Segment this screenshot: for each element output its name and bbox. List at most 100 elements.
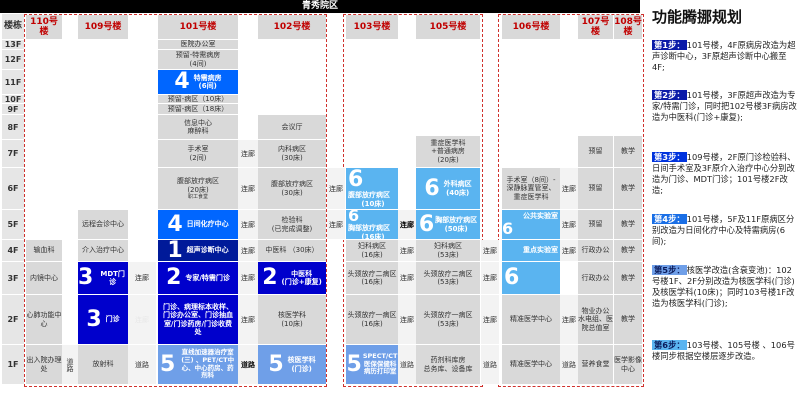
step-1-badge: 第1步： [652, 40, 687, 50]
corridor-103-105-5f: 连廊 [398, 210, 416, 240]
cell-110-3f: 内镜中心 [26, 262, 62, 295]
building-header-106: 106号楼 [502, 15, 560, 39]
floor-label-7f: 7F [2, 140, 24, 168]
cell-103-4f: 妇科病区(16床) [346, 240, 398, 262]
step-4-text: 101号楼，5F及11F原病区分别改造为日间化疗中心及特需病房(6间); [652, 214, 795, 246]
corridor-102-103-5f: 连廊 [327, 210, 345, 240]
floor-label-13f: 13F [2, 40, 24, 50]
corridor-103-105-2f: 连廊 [398, 295, 416, 345]
cell-105-3f: 头颈放疗二病区(53床) [416, 262, 480, 295]
cell-102-2f: 核医学科(10床) [258, 295, 326, 345]
building-header-109: 109号楼 [78, 15, 128, 39]
floor-label-5f: 5F [2, 210, 24, 240]
zone-outline-east [498, 14, 644, 387]
building-header-102: 102号楼 [258, 15, 326, 39]
floor-label-3f: 3F [2, 262, 24, 295]
floor-label-4f: 4F [2, 240, 24, 262]
cell-101-2f: 门诊、病理标本收样、门诊办公室、门诊抽血室/门诊药房/门诊收费处 [158, 295, 238, 345]
building-header-108: 108号楼 [614, 15, 642, 39]
step-5: 第5步：核医学改造(含衰变池)：102号楼1F、2F分别改造为核医学科(门诊)及… [652, 265, 798, 309]
cell-108-6f: 教学 [614, 168, 642, 210]
corridor-106-107-4f: 连廊 [560, 240, 578, 262]
cell-109-5f: 远程会诊中心 [78, 210, 128, 240]
campus-banner: 青秀院区 [0, 0, 640, 13]
cell-107-6f: 预留 [578, 168, 613, 210]
floor-header: 楼栋 [2, 14, 24, 40]
cell-105-7f: 重症医学科+普通病房(20床) [416, 136, 480, 168]
step-6-badge: 第6步： [652, 340, 687, 350]
building-header-107: 107号楼 [578, 15, 613, 39]
cell-108-2f: 教学 [614, 295, 642, 345]
cell-101-12f: 预留-特需病房(4间) [158, 50, 238, 70]
cell-101-7f: 手术室(2间) [158, 140, 238, 168]
corridor-101-102-5f: 连廊 [238, 210, 258, 240]
cell-109-1f: 放射科 [78, 345, 128, 385]
road-105-106: 道路 [481, 345, 499, 385]
cell-101-13f: 医院办公室 [158, 40, 238, 50]
step-3-badge: 第3步： [652, 152, 687, 162]
step-3: 第3步：109号楼，2F原门诊检验科、日间手术室及3F原介入治疗中心分别改造为门… [652, 152, 798, 196]
cell-107-7f: 预留 [578, 136, 613, 168]
corridor-105-106-3f: 连廊 [481, 262, 499, 295]
building-header-101: 101号楼 [158, 15, 238, 39]
corridor-101-102-4f: 连廊 [238, 240, 258, 262]
road-110-109: 道路 [62, 345, 78, 385]
cell-109-4f: 介入治疗中心 [78, 240, 128, 262]
cell-108-4f: 教学 [614, 240, 642, 262]
cell-102-4f: 中医科 （30床） [258, 240, 326, 262]
road-106-107: 道路 [560, 345, 578, 385]
corridor-105-106-2f: 连廊 [481, 295, 499, 345]
floor-label-6f: 6F [2, 168, 24, 210]
step-4-badge: 第4步： [652, 214, 687, 224]
corridor-101-102-7f: 连廊 [238, 140, 258, 168]
floor-label-9f: 9F [2, 104, 24, 115]
cell-101-9f: 预留-病区（18床） [158, 104, 238, 115]
panel-title: 功能腾挪规划 [652, 8, 743, 26]
corridor-106-107-5f: 连廊 [560, 210, 578, 240]
zone-outline-west [24, 14, 327, 387]
corridor-106-107-2f: 连廊 [560, 295, 578, 345]
corridor-105-106-4f: 连廊 [481, 240, 499, 262]
cell-106-1f: 精准医学中心 [502, 345, 560, 385]
step-6: 第6步：103号楼、105号楼 、106号楼同步根据空楼层逐步改造。 [652, 340, 798, 362]
cell-108-7f: 教学 [614, 136, 642, 168]
road-101-102: 道路 [238, 345, 258, 385]
corridor-103-105-3f: 连廊 [398, 262, 416, 295]
cell-103-3f: 头颈放疗二病区(16床) [346, 262, 398, 295]
cell-101-8f: 信息中心麻醉科 [158, 115, 238, 140]
cell-108-1f: 医学影像中心 [614, 345, 642, 385]
cell-108-5f: 教学 [614, 210, 642, 240]
floor-label-10f: 10F [2, 95, 24, 104]
cell-105-2f: 头颈放疗一病区(53床) [416, 295, 480, 345]
cell-106-3f: 6 [502, 262, 560, 295]
cell-101-6f: 腹部放疗病区(20床)职工食堂 [158, 168, 238, 210]
floor-label-11f: 11F [2, 70, 24, 95]
cell-107-5f: 预留 [578, 210, 613, 240]
cell-105-1f: 药剂科库房总务库、设备库 [416, 345, 480, 385]
step-1: 第1步：101号楼，4F原病房改造为超声诊断中心，3F原超声诊断中心搬至4F; [652, 40, 798, 73]
step-5-badge: 第5步： [652, 265, 687, 275]
building-header-105: 105号楼 [416, 15, 480, 39]
building-header-103: 103号楼 [346, 15, 398, 39]
cell-102-7f: 内科病区(30床) [258, 140, 326, 168]
corridor-103-105-4f: 连廊 [398, 240, 416, 262]
cell-107-1f: 营养食堂 [578, 345, 613, 385]
step-4: 第4步：101号楼，5F及11F原病区分别改造为日间化疗中心及特需病房(6间); [652, 214, 798, 247]
corridor-109-101-3f: 连廊 [128, 262, 156, 295]
road-109-101: 道路 [128, 345, 156, 385]
cell-102-8f: 会议厅 [258, 115, 326, 140]
cell-110-4f: 输血科 [26, 240, 62, 262]
cell-101-10f: 预留-病区（10床） [158, 95, 238, 104]
step-5-text: 核医学改造(含衰变池)：102号楼1F、2F分别改造为核医学科(门诊)及核医学科… [652, 265, 795, 308]
